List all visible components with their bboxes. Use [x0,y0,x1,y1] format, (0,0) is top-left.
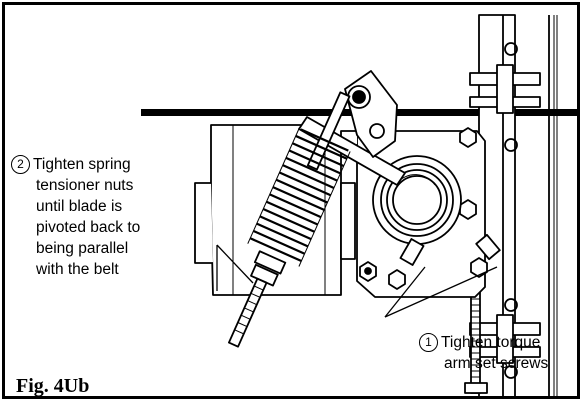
callout-line: Tighten torque [441,334,541,351]
leader-lines [216,244,498,318]
plate-bolts [359,127,488,290]
callout-line: tensioner nuts [36,177,134,194]
callout-line: until blade is [36,198,123,215]
callout-line: Tighten spring [33,156,131,173]
callout-line: pivoted back to [36,219,141,236]
mounting-rail [469,14,558,396]
pivot-bracket [344,70,398,158]
step-number-badge: 1 [419,333,438,352]
callout-line: being parallel [36,240,129,257]
figure-label: Fig. 4Ub [16,375,90,397]
callout-line: arm set screws [444,355,549,372]
callout-line: with the belt [36,261,119,278]
step-number-badge: 2 [11,155,30,174]
mechanical-drawing [141,14,577,396]
spring-tensioner [228,91,351,348]
set-screws [399,233,501,266]
